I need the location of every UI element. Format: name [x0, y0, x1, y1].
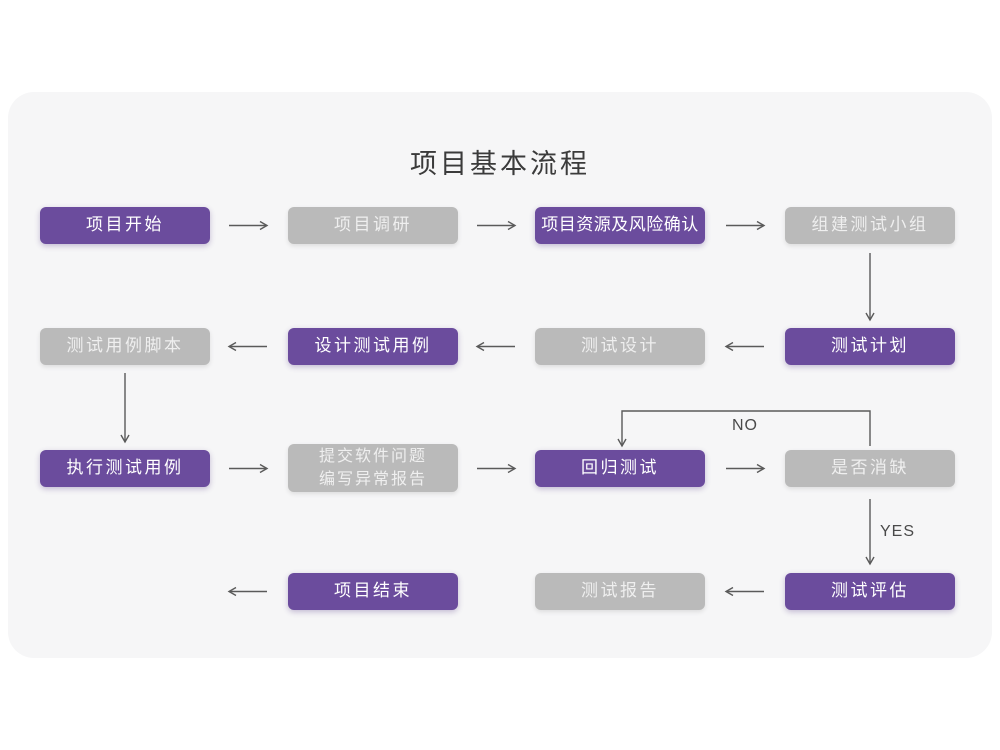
flow-node-project-research: 项目调研	[288, 207, 458, 244]
flow-node-regression-test: 回归测试	[535, 450, 705, 487]
flow-node-project-end: 项目结束	[288, 573, 458, 610]
flow-node-build-test-team: 组建测试小组	[785, 207, 955, 244]
flow-node-design-test-case: 设计测试用例	[288, 328, 458, 365]
flow-node-test-report: 测试报告	[535, 573, 705, 610]
flow-node-submit-issue-report: 提交软件问题 编写异常报告	[288, 444, 458, 492]
flow-node-defect-cleared: 是否消缺	[785, 450, 955, 487]
flow-node-project-start: 项目开始	[40, 207, 210, 244]
flow-node-test-plan: 测试计划	[785, 328, 955, 365]
diagram-title: 项目基本流程	[410, 149, 590, 179]
edge-label-no: NO	[732, 417, 758, 434]
flow-node-test-case-script: 测试用例脚本	[40, 328, 210, 365]
flow-node-execute-test-case: 执行测试用例	[40, 450, 210, 487]
flow-node-resource-risk-confirm: 项目资源及风险确认	[535, 207, 705, 244]
flow-node-test-evaluation: 测试评估	[785, 573, 955, 610]
edge-label-yes: YES	[880, 523, 916, 540]
flow-node-test-design: 测试设计	[535, 328, 705, 365]
flowchart-card	[8, 92, 992, 658]
